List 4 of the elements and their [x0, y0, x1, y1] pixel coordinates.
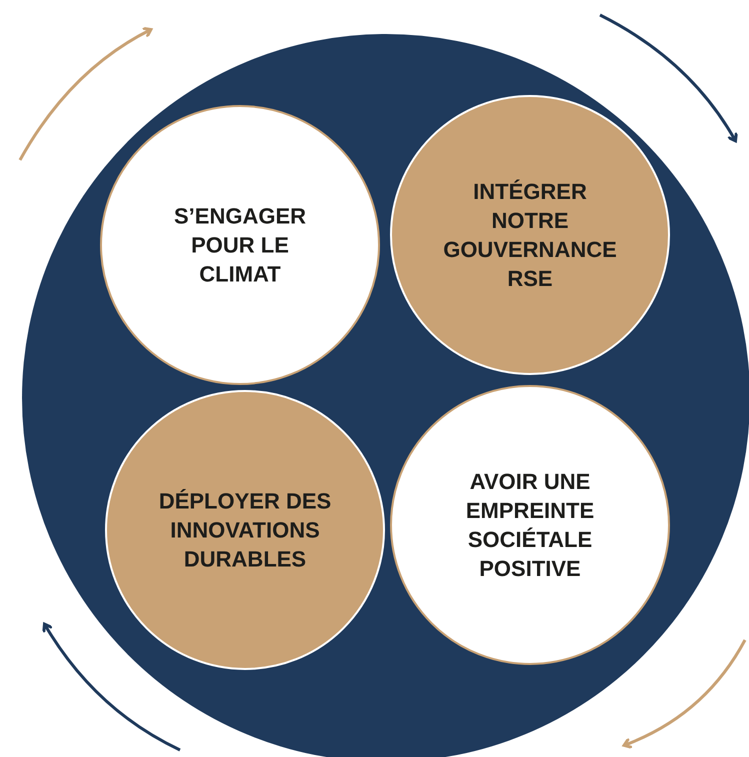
circle-label: AVOIR UNE EMPREINTE SOCIÉTALE POSITIVE [464, 468, 596, 583]
circle-label: S’ENGAGER POUR LE CLIMAT [172, 202, 308, 288]
circle-label: INTÉGRER NOTRE GOUVERNANCE RSE [442, 178, 618, 293]
circle-label: DÉPLOYER DES INNOVATIONS DURABLES [158, 488, 332, 574]
